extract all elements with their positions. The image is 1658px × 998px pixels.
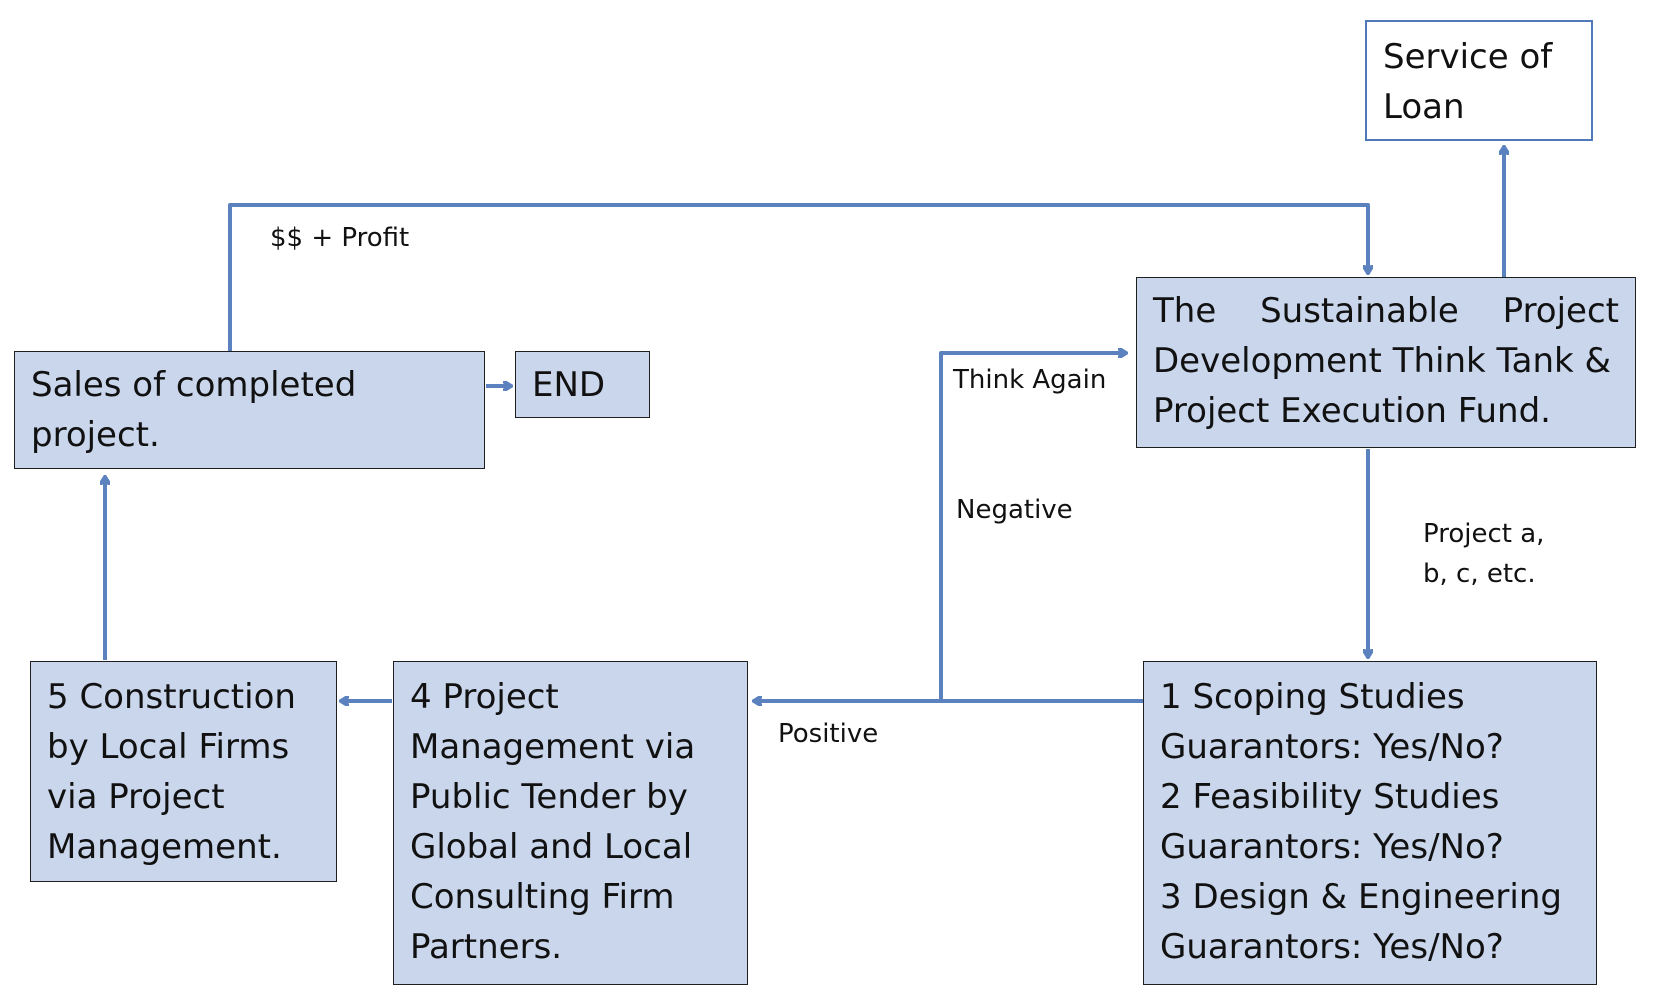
sales-box: Sales of completed project. bbox=[14, 351, 485, 469]
project-management-line-5: Consulting Firm bbox=[410, 877, 675, 917]
think-again-label: Think Again bbox=[953, 365, 1107, 395]
project-management-line-4: Global and Local bbox=[410, 827, 693, 867]
sales-line-2: project. bbox=[31, 415, 160, 455]
service-of-loan-line-1: Service of bbox=[1383, 37, 1553, 77]
arrow-sales-to-thinktank bbox=[228, 203, 1368, 352]
projects-label-line-1: Project a, bbox=[1423, 519, 1545, 549]
think-tank-line-2: Development Think Tank & bbox=[1153, 341, 1612, 381]
construction-line-3: via Project bbox=[47, 777, 225, 817]
think-tank-box: The Sustainable Project Development Thin… bbox=[1136, 277, 1636, 448]
think-tank-word-sustainable: Sustainable bbox=[1260, 291, 1459, 331]
profit-label: $$ + Profit bbox=[270, 223, 410, 253]
studies-line-4: Guarantors: Yes/No? bbox=[1160, 827, 1504, 867]
studies-box: 1 Scoping Studies Guarantors: Yes/No? 2 … bbox=[1143, 661, 1597, 985]
service-of-loan-line-2: Loan bbox=[1383, 87, 1465, 127]
construction-box: 5 Construction by Local Firms via Projec… bbox=[30, 661, 337, 882]
end-label: END bbox=[532, 365, 606, 405]
project-management-box: 4 Project Management via Public Tender b… bbox=[393, 661, 748, 985]
end-box: END bbox=[515, 351, 650, 418]
construction-line-4: Management. bbox=[47, 827, 282, 867]
arrow-negative-to-thinktank bbox=[939, 353, 1125, 701]
projects-label-line-2: b, c, etc. bbox=[1423, 559, 1536, 589]
studies-line-1: 1 Scoping Studies bbox=[1160, 677, 1465, 717]
studies-line-3: 2 Feasibility Studies bbox=[1160, 777, 1500, 817]
service-of-loan-box: Service of Loan bbox=[1365, 20, 1593, 141]
think-tank-word-project: Project bbox=[1502, 291, 1619, 331]
project-management-line-1: 4 Project bbox=[410, 677, 559, 717]
projects-label: Project a, b, c, etc. bbox=[1423, 514, 1544, 594]
project-management-line-2: Management via bbox=[410, 727, 696, 767]
think-tank-word-the: The bbox=[1153, 291, 1217, 331]
construction-line-2: by Local Firms bbox=[47, 727, 290, 767]
project-management-line-3: Public Tender by bbox=[410, 777, 688, 817]
studies-line-6: Guarantors: Yes/No? bbox=[1160, 927, 1504, 967]
negative-label: Negative bbox=[956, 495, 1073, 525]
studies-line-5: 3 Design & Engineering bbox=[1160, 877, 1562, 917]
construction-line-1: 5 Construction bbox=[47, 677, 296, 717]
sales-line-1: Sales of completed bbox=[31, 365, 357, 405]
project-management-line-6: Partners. bbox=[410, 927, 563, 967]
positive-label: Positive bbox=[778, 719, 879, 749]
think-tank-line-1: The Sustainable Project bbox=[1153, 286, 1619, 336]
studies-line-2: Guarantors: Yes/No? bbox=[1160, 727, 1504, 767]
think-tank-line-3: Project Execution Fund. bbox=[1153, 391, 1551, 431]
